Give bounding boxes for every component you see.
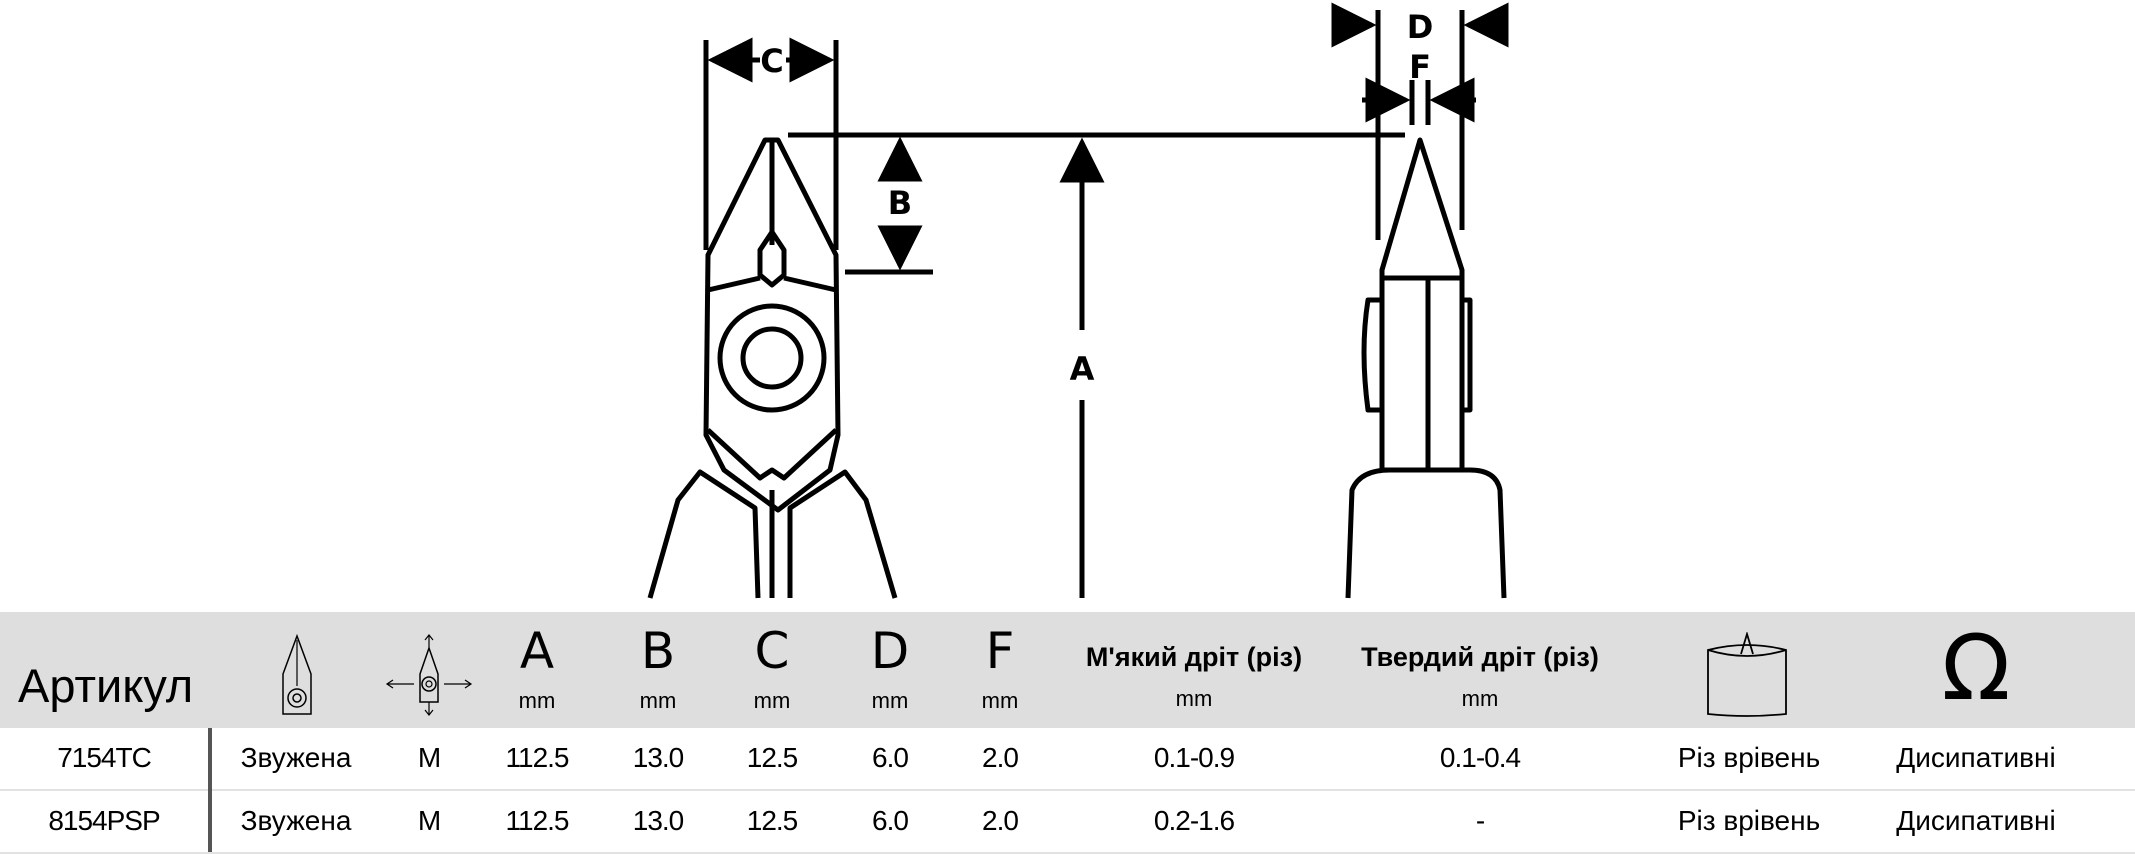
flush-cut-icon [1707, 632, 1787, 717]
header-c-unit: mm [753, 688, 791, 713]
table-row: 8154PSP Звужена M 112.5 13.0 12.5 6.0 2.… [0, 791, 2135, 854]
esd-omega-icon: Ω [1941, 616, 2011, 721]
dimension-label-d: D [1407, 8, 1434, 46]
pliers-front-view [647, 137, 898, 599]
pliers-side-view [1345, 137, 1507, 599]
cell-article: 7154TC [57, 742, 152, 773]
header-a: A [519, 622, 555, 680]
cell-cut: Різ врівень [1677, 742, 1821, 773]
cell-c: 12.5 [746, 742, 798, 773]
dimension-label-a: A [1070, 350, 1095, 388]
cell-esd: Дисипативні [1896, 742, 2056, 773]
dimension-label-c: C [760, 42, 783, 80]
header-f: F [985, 622, 1015, 680]
cell-b: 13.0 [632, 742, 684, 773]
header-c: C [754, 622, 790, 680]
cell-d: 6.0 [872, 742, 909, 773]
article-column-separator [208, 728, 212, 852]
cell-d: 6.0 [872, 805, 909, 836]
cell-hard: 0.1-0.4 [1439, 742, 1521, 773]
cell-f: 2.0 [982, 742, 1019, 773]
header-hard-wire: Твердий дріт (різ) [1361, 642, 1599, 672]
header-f-unit: mm [981, 688, 1019, 713]
dimension-label-b: B [888, 184, 912, 222]
cell-soft: 0.1-0.9 [1153, 742, 1235, 773]
header-d-unit: mm [871, 688, 909, 713]
header-b: B [640, 622, 676, 680]
header-a-unit: mm [518, 688, 556, 713]
cell-joint: M [417, 742, 441, 773]
dimension-label-f: F [1409, 48, 1431, 86]
spec-table: Артикул A mm B mm C mm D mm F mm М'який … [0, 612, 2135, 854]
cell-article: 8154PSP [48, 805, 160, 836]
header-article: Артикул [18, 659, 194, 712]
header-b-unit: mm [639, 688, 677, 713]
cell-c: 12.5 [746, 805, 798, 836]
header-d: D [870, 622, 910, 680]
table-row: 7154TC Звужена M 112.5 13.0 12.5 6.0 2.0… [0, 728, 2135, 791]
cutter-head-shape-icon [282, 634, 312, 715]
cell-soft: 0.2-1.6 [1153, 805, 1235, 836]
cell-esd: Дисипативні [1896, 805, 2056, 836]
box-joint-icon [385, 634, 473, 716]
cell-f: 2.0 [982, 805, 1019, 836]
header-soft-wire: М'який дріт (різ) [1085, 642, 1303, 672]
cell-head: Звужена [240, 805, 352, 836]
cell-a: 112.5 [505, 742, 570, 773]
cell-cut: Різ врівень [1677, 805, 1821, 836]
cell-hard: - [1475, 805, 1485, 836]
table-header [0, 612, 2135, 728]
pliers-dimension-diagram: C B A D F [647, 2, 1509, 599]
header-hard-wire-unit: mm [1461, 686, 1499, 711]
cell-head: Звужена [240, 742, 352, 773]
cell-joint: M [417, 805, 441, 836]
cell-a: 112.5 [505, 805, 570, 836]
cell-b: 13.0 [632, 805, 684, 836]
header-soft-wire-unit: mm [1175, 686, 1213, 711]
